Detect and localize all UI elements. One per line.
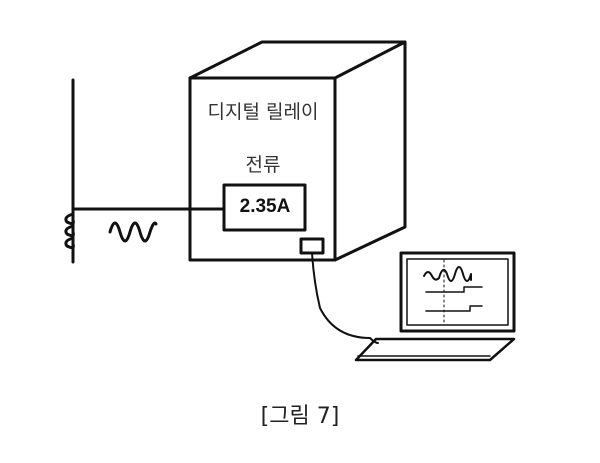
screen-step-signal-1: [425, 286, 483, 293]
relay-front-face: [188, 76, 337, 262]
current-display: [222, 183, 307, 232]
laptop-keyboard-base: [354, 337, 516, 362]
relay-top-face: [188, 40, 407, 80]
comm-cable: [311, 252, 379, 344]
relay-side-face: [333, 40, 407, 262]
relay-title: 디지털 릴레이: [207, 101, 319, 123]
digital-relay-box: [188, 40, 407, 262]
laptop-screen-frame: [399, 251, 516, 333]
relay-subtitle: 전류: [245, 154, 281, 176]
comm-port: [299, 237, 325, 255]
screen-waveform: [423, 266, 472, 282]
sine-wave-icon: [108, 221, 158, 243]
current-transformer-coil-icon: [64, 212, 75, 250]
current-display-value: 2.35A: [239, 196, 291, 217]
laptop-icon: [354, 251, 516, 362]
figure-caption: [그림 7]: [260, 404, 340, 429]
laptop-screen: [406, 258, 509, 326]
screen-step-signal-2: [425, 305, 483, 312]
